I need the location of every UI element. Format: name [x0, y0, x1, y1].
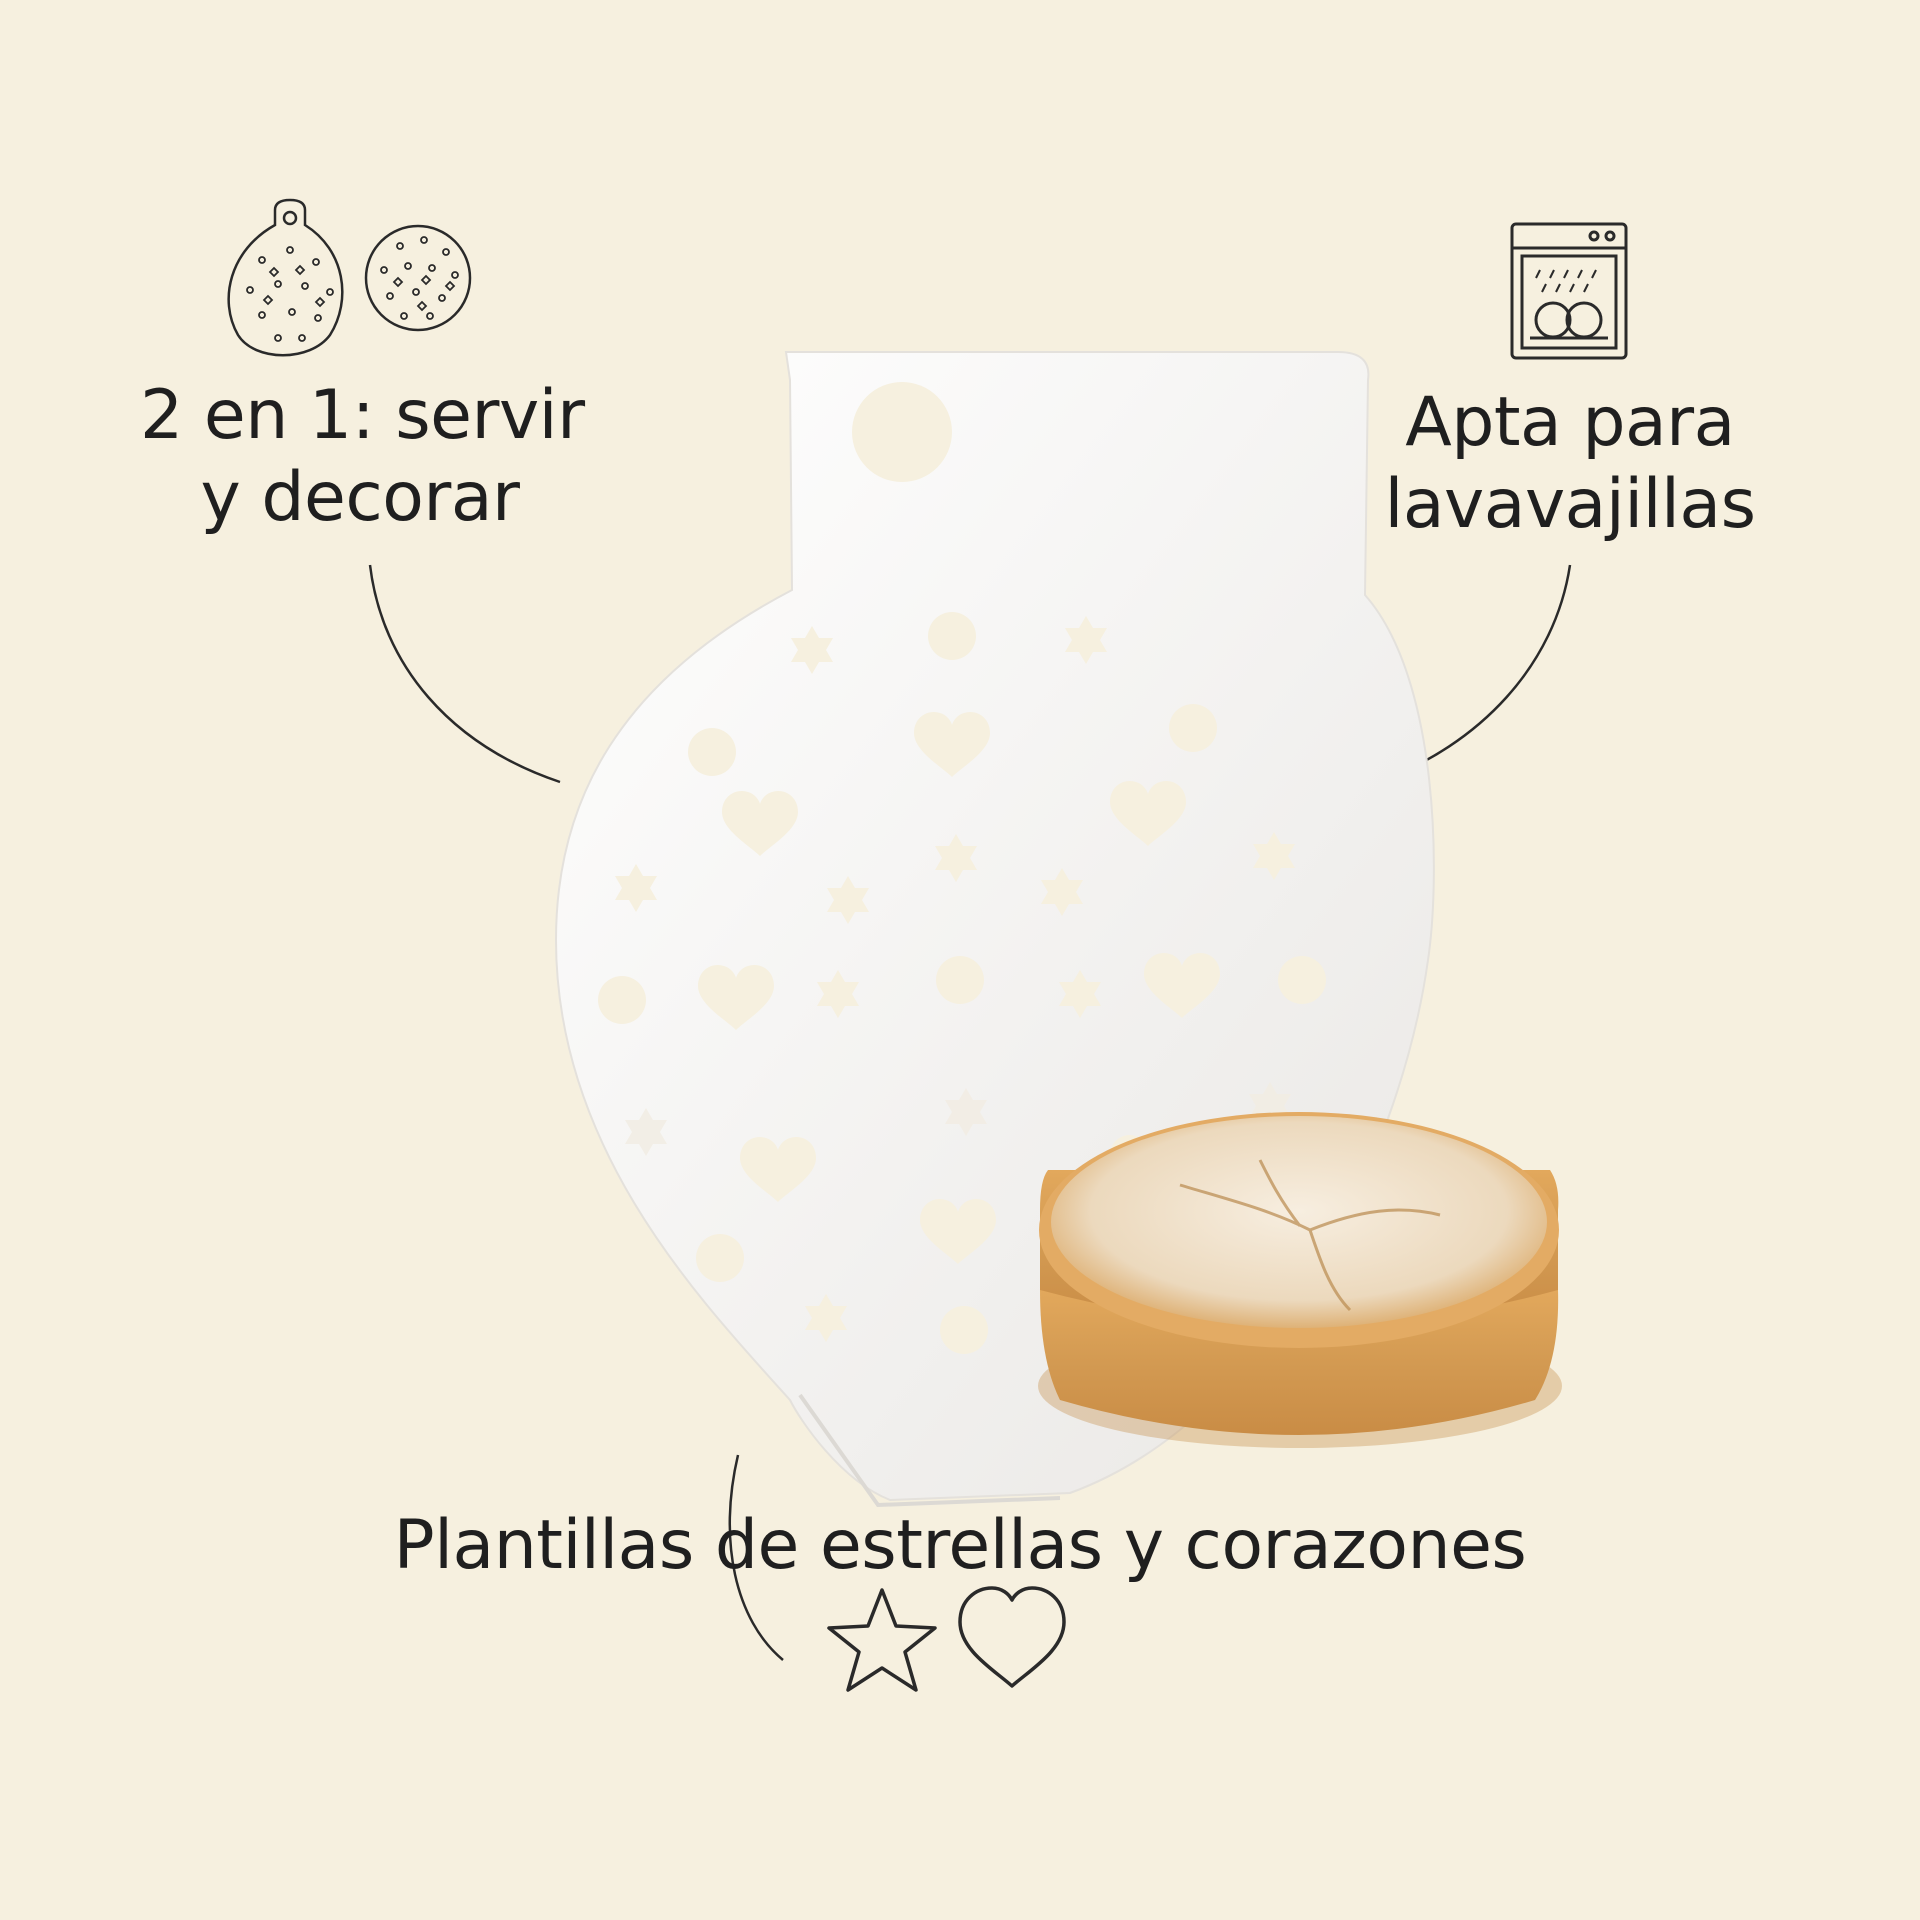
heart-outline-icon: [958, 1586, 1066, 1688]
stencil-plates-icon: [227, 198, 472, 357]
feature-serve-decorate-line1: 2 en 1: servir: [140, 376, 585, 455]
feature-dishwasher-line2: lavavajillas: [1384, 465, 1756, 544]
stencil-holes: [598, 382, 1326, 1354]
feature-serve-decorate-line2: y decorar: [200, 458, 520, 537]
feature-templates: Plantillas de estrellas y corazones: [300, 1505, 1620, 1587]
feature-templates-text: Plantillas de estrellas y corazones: [393, 1506, 1527, 1585]
feature-serve-decorate: 2 en 1: servir y decorar: [140, 375, 585, 539]
dishwasher-icon: [1510, 222, 1628, 360]
feature-dishwasher: Apta para lavavajillas: [1340, 382, 1800, 546]
cake-image: [1038, 1112, 1562, 1448]
callout-line-bottom: [728, 1454, 784, 1661]
star-outline-icon: [827, 1588, 937, 1692]
callout-line-left: [368, 564, 561, 784]
feature-dishwasher-line1: Apta para: [1405, 383, 1735, 462]
